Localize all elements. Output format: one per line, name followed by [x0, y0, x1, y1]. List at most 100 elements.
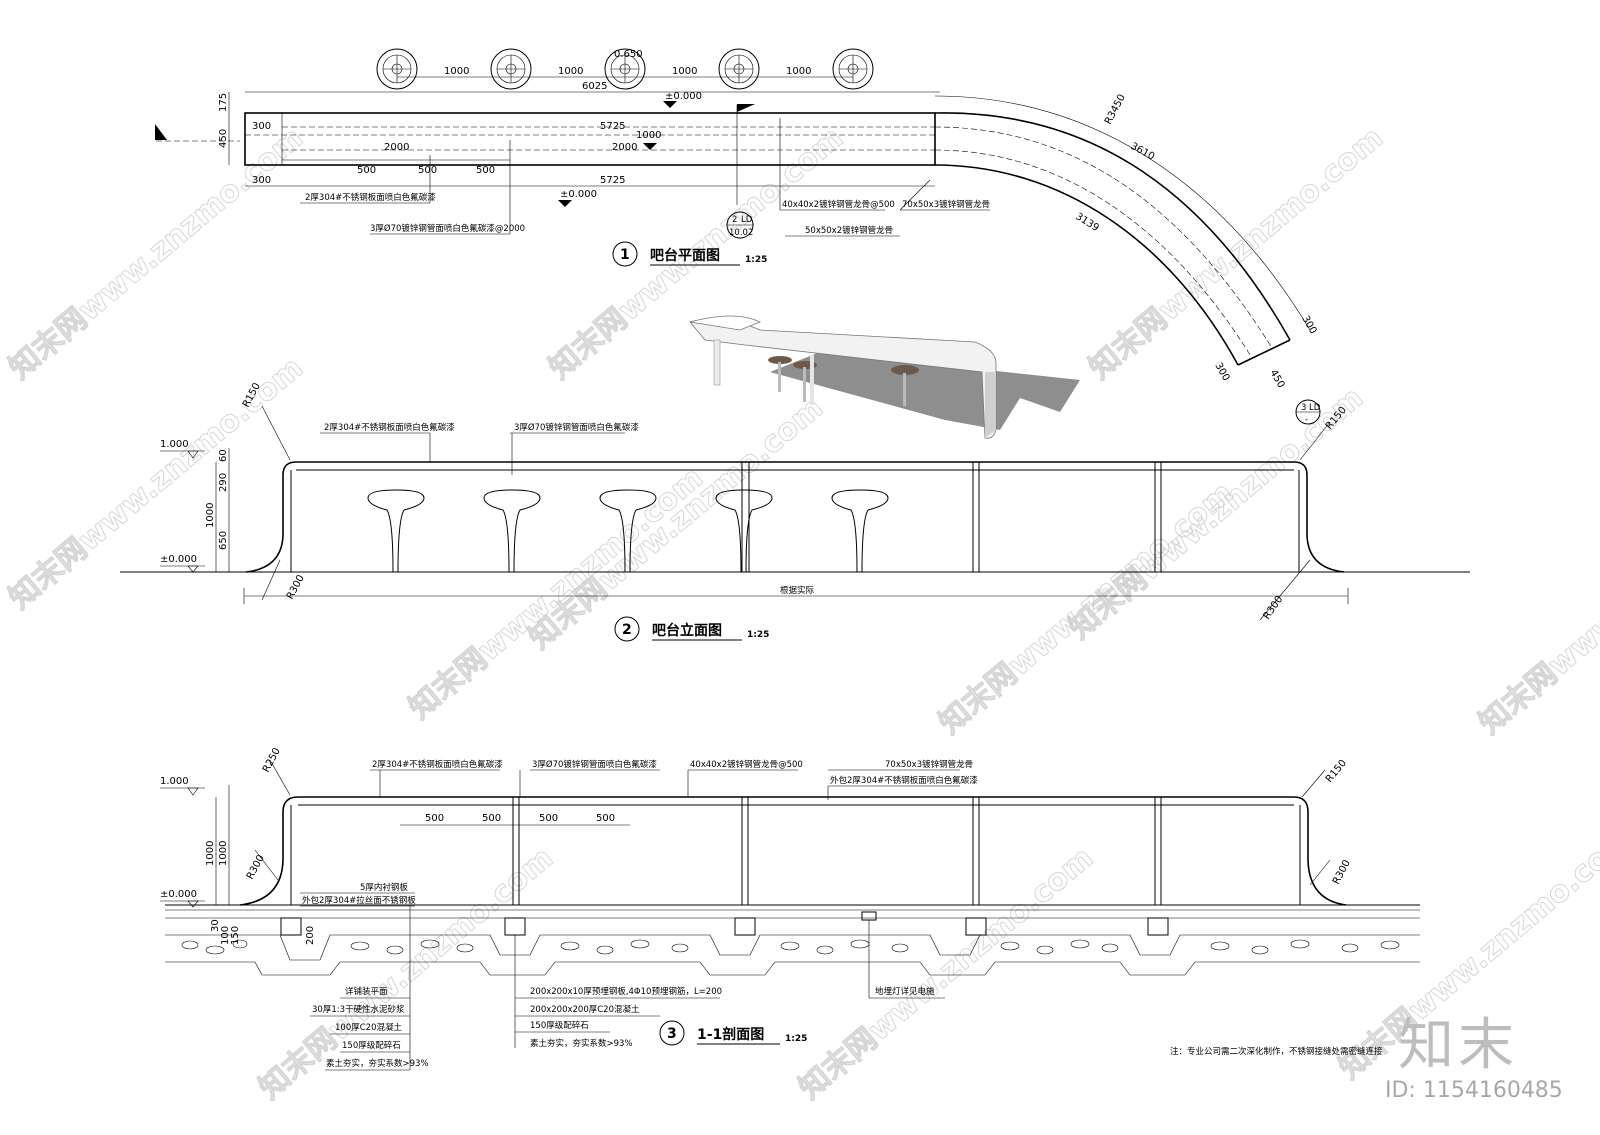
stool-elevation [831, 489, 889, 573]
dim-text: 500 [539, 813, 558, 824]
detail-callout: 2 LD 10.02 [726, 211, 754, 239]
base-label: 地埋灯详见电施 [875, 986, 935, 997]
plan-label: 3厚Ø70镀锌钢管面喷白色氟碳漆@2000 [370, 223, 525, 234]
callout-sheet: 10.02 [729, 228, 753, 238]
stool-elevation [599, 489, 657, 573]
dim-text: 150 [230, 926, 241, 945]
bar-render-3d [689, 315, 1080, 439]
base-label: 素土夯实，夯实系数>93% [326, 1058, 429, 1069]
dim-text: 1000 [636, 130, 661, 141]
dim-text: 300 [252, 175, 271, 186]
level-text: ±0.000 [665, 91, 702, 102]
view-number: 2 [622, 622, 632, 638]
dim-text: 175 [218, 93, 229, 112]
watermark: 知末网www.znzmo.com [1473, 475, 1600, 741]
watermark: 知末网www.znzmo.com [3, 350, 310, 616]
section-view: 500 500 500 500 1000 1000 30 100 150 200… [160, 746, 1420, 1071]
dim-text: R3450 [1103, 93, 1128, 127]
base-label: 200x200x200厚C20混凝土 [530, 1004, 640, 1015]
section-label: 70x50x3镀锌钢管龙骨 [885, 759, 973, 770]
dim-text: 1000 [218, 841, 229, 866]
section-flag [737, 104, 755, 112]
dim-text: 500 [596, 813, 615, 824]
base-label: 30厚1:3干硬性水泥砂浆 [312, 1004, 405, 1015]
view-number-circle [612, 241, 638, 267]
radius-text: R300 [245, 853, 267, 881]
dim-text: 500 [418, 165, 437, 176]
plan-label: 70x50x3镀锌钢管龙骨 [902, 199, 990, 210]
dim-text: 500 [482, 813, 501, 824]
view-title: 1-1剖面图 [697, 1026, 764, 1043]
dim-text: 300 [252, 121, 271, 132]
stool-plan [604, 48, 646, 90]
radius-text: R250 [261, 746, 283, 774]
level-marker [558, 200, 572, 207]
radius-text: R300 [1331, 858, 1353, 886]
dim-text: 3139 [1073, 211, 1100, 234]
footings [280, 911, 1169, 936]
callout-num: 3 [1301, 403, 1306, 413]
callout-sheet: - [1305, 415, 1308, 425]
logo-mark: 知末 [1398, 1013, 1518, 1078]
callout-num: 2 [732, 215, 737, 225]
dim-text: 1000 [558, 66, 583, 77]
bench-plan [244, 112, 936, 166]
radius-text: R300 [285, 573, 307, 601]
footnote: 注：专业公司需二次深化制作，不锈钢接缝处需密缝连接 [1170, 1046, 1383, 1057]
watermark: 知末网www.znzmo.com [403, 460, 710, 726]
dim-text: 450 [1267, 368, 1286, 390]
dim-text: 1000 [786, 66, 811, 77]
dim-text: 450 [218, 129, 229, 148]
section-label: 40x40x2镀锌钢管龙骨@500 [690, 759, 803, 770]
plan-label: 2厚304#不锈钢板面喷白色氟碳漆 [305, 192, 436, 203]
elevation-label: 3厚Ø70镀锌钢管面喷白色氟碳漆 [514, 422, 639, 433]
watermarks: 知末网www.znzmo.com 知末网www.znzmo.com 知末网www… [2, 120, 1600, 1107]
view-title: 吧台平面图 [650, 247, 720, 264]
level-text: 1.000 [160, 776, 189, 787]
dim-text: 2000 [384, 142, 409, 153]
level-text: 1.000 [160, 439, 189, 450]
dim-text: 1000 [205, 503, 216, 528]
dim-text: 3610 [1129, 141, 1157, 163]
plan-view: 1000 1000 1000 1000 6025 0.650 ±0.000 17… [155, 48, 1321, 425]
watermark: 知末网www.znzmo.com [3, 120, 310, 386]
base-label: 素土夯实，夯实系数>93% [530, 1038, 633, 1049]
section-label: 3厚Ø70镀锌钢管面喷白色氟碳漆 [532, 759, 657, 770]
watermark: 知末网www.znzmo.com [1083, 120, 1390, 386]
dim-text: 5725 [600, 121, 625, 132]
view-scale: 1:25 [747, 630, 769, 640]
stool-elevation [367, 489, 425, 573]
level-text: 0.650 [614, 49, 643, 60]
detail-callout: 3 LD - [1295, 399, 1321, 425]
view-number: 1 [620, 247, 630, 263]
view-number-circle [659, 1020, 685, 1046]
gravel-fill [181, 939, 1400, 955]
dim-text: 500 [476, 165, 495, 176]
dim-text: 6025 [582, 81, 607, 92]
plan-label: 40x40x2镀锌钢管龙骨@500 [782, 199, 895, 210]
section-label: 外包2厚304#不锈钢板面喷白色氟碳漆 [830, 775, 978, 786]
dim-text: 5725 [600, 175, 625, 186]
watermark: 知末网www.znzmo.com [793, 840, 1100, 1106]
view-number: 3 [667, 1026, 677, 1042]
level-marker [643, 143, 657, 150]
bench-frame [245, 461, 1345, 573]
elevation-label: 2厚304#不锈钢板面喷白色氟碳漆 [324, 422, 455, 433]
dim-text: 2000 [612, 142, 637, 153]
base-label: 150厚级配碎石 [342, 1040, 401, 1051]
id-label: ID: 1154160485 [1385, 1078, 1563, 1103]
level-text: ±0.000 [160, 889, 197, 900]
dim-text: 300 [1299, 314, 1318, 336]
view-scale: 1:25 [745, 255, 767, 265]
elevation-view: 60 290 650 1000 1.000 ±0.000 R150 R150 R… [120, 381, 1470, 642]
stool-elevation [715, 489, 773, 573]
stool-elevation [483, 489, 541, 573]
view-number-circle [614, 616, 640, 642]
plan-label: 50x50x2镀锌钢管龙骨 [805, 225, 893, 236]
dim-text: 650 [218, 531, 229, 550]
dim-text: 290 [218, 473, 229, 492]
dim-text: 100 [220, 926, 231, 945]
dim-text: 500 [357, 165, 376, 176]
dim-text: 300 [1212, 361, 1231, 383]
